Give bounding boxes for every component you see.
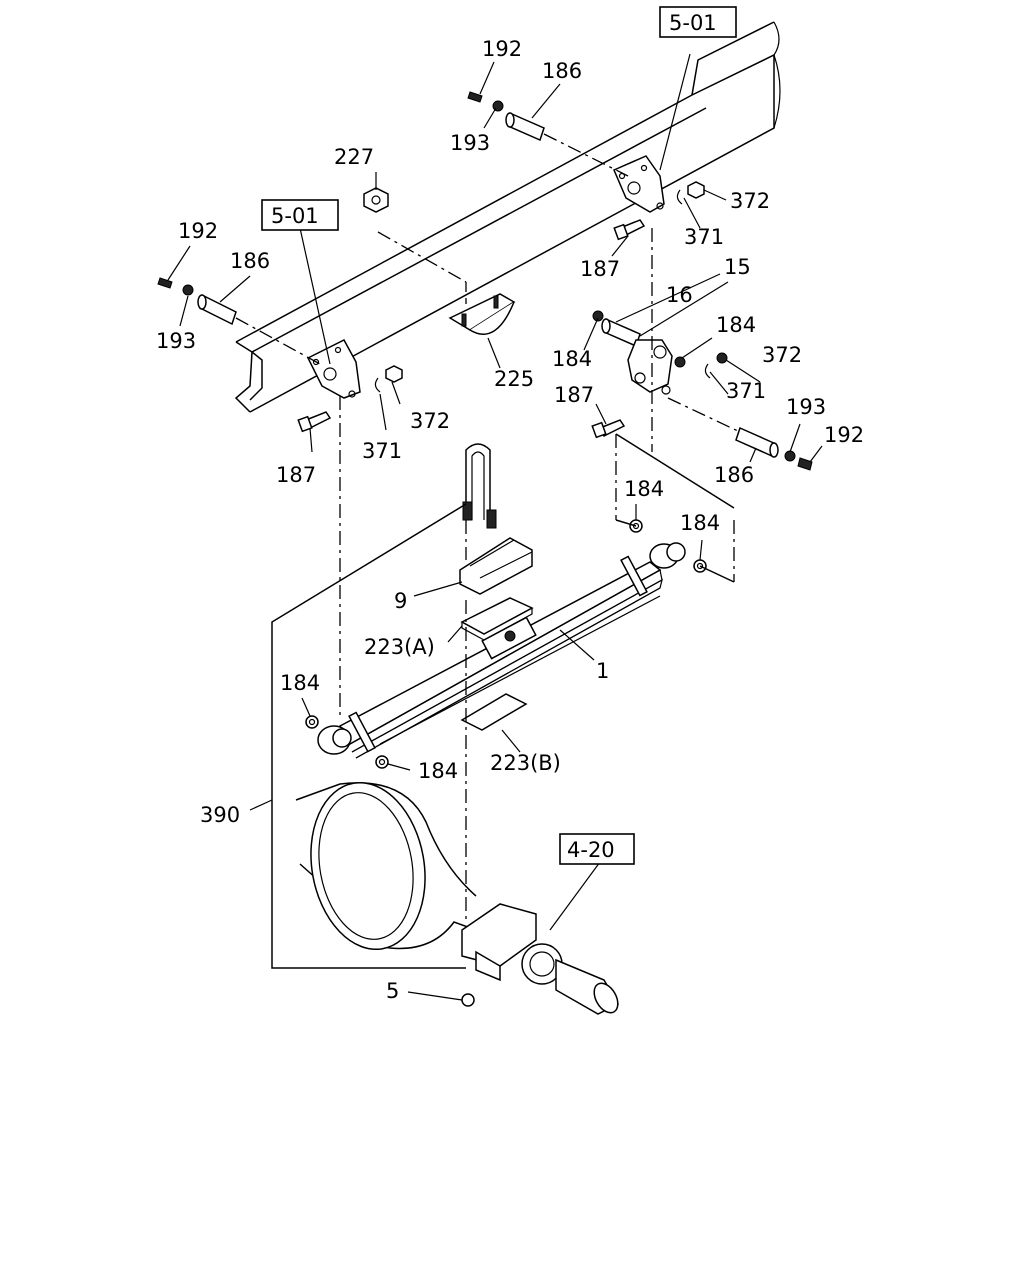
label-187-shackle: 187 — [554, 383, 594, 407]
label-193-left: 193 — [156, 329, 196, 353]
label-184-spring-eye-a: 184 — [624, 477, 664, 501]
front-hanger-bracket — [306, 339, 361, 399]
label-193-right: 193 — [786, 395, 826, 419]
u-bolt — [462, 443, 497, 529]
label-372-shackle: 372 — [762, 343, 802, 367]
label-184-shackle-left: 184 — [552, 347, 592, 371]
label-184-shackle-right: 184 — [716, 313, 756, 337]
axle-housing — [295, 781, 620, 1015]
leader-lines — [167, 53, 823, 1001]
label-192-top: 192 — [482, 37, 522, 61]
spacer-block — [459, 537, 533, 595]
label-186-top: 186 — [542, 59, 582, 83]
reference-label-top: 5-01 — [669, 11, 717, 35]
label-192-right: 192 — [824, 423, 864, 447]
label-225: 225 — [494, 367, 534, 391]
right-pin-assembly — [667, 397, 813, 471]
reference-box-left: 5-01 — [261, 199, 339, 231]
label-193-top: 193 — [450, 131, 490, 155]
label-371-left: 371 — [362, 439, 402, 463]
label-9: 9 — [394, 589, 407, 613]
rear-hanger-bracket — [613, 155, 665, 213]
alignment-lines — [271, 228, 735, 969]
reference-box-axle: 4-20 — [559, 833, 635, 865]
label-15: 15 — [724, 255, 751, 279]
label-5: 5 — [386, 979, 399, 1003]
leaf-spring — [317, 542, 686, 759]
fasteners — [297, 181, 705, 439]
label-1: 1 — [596, 659, 609, 683]
reference-label-axle: 4-20 — [567, 838, 615, 862]
frame-rail — [234, 21, 781, 413]
label-372-top: 372 — [730, 189, 770, 213]
bump-stopper — [448, 293, 516, 335]
label-371-top: 371 — [684, 225, 724, 249]
reference-box-top: 5-01 — [659, 6, 737, 38]
spring-shackle — [592, 310, 728, 395]
label-186-left: 186 — [230, 249, 270, 273]
label-187-top: 187 — [580, 257, 620, 281]
label-184-front-eye-a: 184 — [280, 671, 320, 695]
spring-eye-washers — [305, 519, 707, 769]
label-186-right: 186 — [714, 463, 754, 487]
left-pin-assembly — [157, 277, 321, 365]
reference-label-left: 5-01 — [271, 204, 319, 228]
top-pin-assembly — [467, 91, 629, 177]
label-16: 16 — [666, 283, 693, 307]
label-184-front-eye-b: 184 — [418, 759, 458, 783]
label-192-left: 192 — [178, 219, 218, 243]
label-184-spring-eye-b: 184 — [680, 511, 720, 535]
label-223a: 223(A) — [364, 635, 435, 659]
label-187-left: 187 — [276, 463, 316, 487]
label-227: 227 — [334, 145, 374, 169]
part-labels: 192 186 193 227 372 371 187 15 16 184 18… — [156, 37, 864, 1003]
label-223b: 223(B) — [490, 751, 561, 775]
plate-223b — [460, 693, 528, 731]
label-390: 390 — [200, 803, 240, 827]
label-371-shackle: 371 — [726, 379, 766, 403]
label-372-left: 372 — [410, 409, 450, 433]
